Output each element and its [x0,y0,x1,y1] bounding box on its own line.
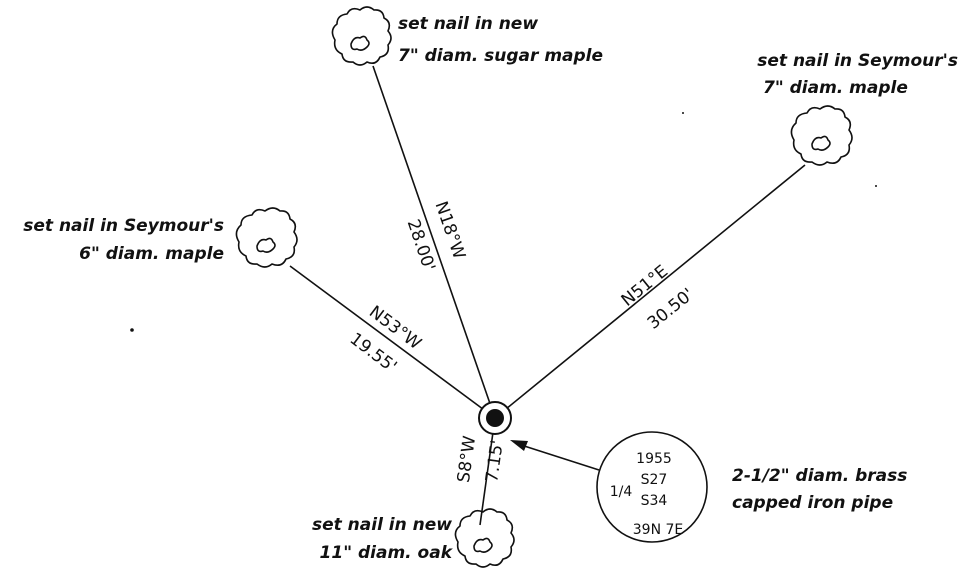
label-sugar-maple-line1: set nail in new [398,14,538,34]
label-oak-line2: 11" diam. oak [320,543,454,563]
cap-leader-line [517,443,600,471]
label-oak-line1: set nail in new [312,515,452,535]
label-seymour-7in-line2: 7" diam. maple [763,78,908,98]
tree-icon-seymour-7in [790,105,853,166]
tie-line-seymour-7in [494,164,806,419]
monument-center-dot [486,409,504,427]
distance-sugar-maple: 28.00' [403,217,439,274]
bearing-sugar-maple: N18°W [431,199,469,262]
scan-speck [130,328,134,332]
scan-speck [682,112,684,114]
distance-oak: 7.15' [482,439,508,484]
cap-leader-arrowhead [510,440,528,451]
cap-detail-circle [596,431,708,543]
tie-line-seymour-6in [289,265,496,419]
cap-section-2: S34 [641,493,668,509]
monument-label-line1: 2-1/2" diam. brass [732,466,907,486]
tree-icon-sugar-maple [331,6,392,66]
tree-icon-seymour-6in [235,207,298,268]
label-sugar-maple-line2: 7" diam. sugar maple [398,46,603,66]
label-seymour-6in-line1: set nail in Seymour's [23,216,224,236]
label-seymour-6in-line2: 6" diam. maple [79,244,224,264]
cap-fraction: 1/4 [610,484,633,500]
monument-label-line2: capped iron pipe [732,493,893,513]
tie-line-oak [479,417,496,526]
tie-line-sugar-maple [372,65,496,419]
cap-year: 1955 [636,451,672,467]
tree-icon-oak [454,508,515,568]
bearing-oak: S8°W [454,434,480,483]
cap-section-1: S27 [641,472,668,488]
label-seymour-7in-line1: set nail in Seymour's [757,51,958,71]
cap-township-range: 39N 7E [633,522,684,538]
scan-speck [875,185,877,187]
